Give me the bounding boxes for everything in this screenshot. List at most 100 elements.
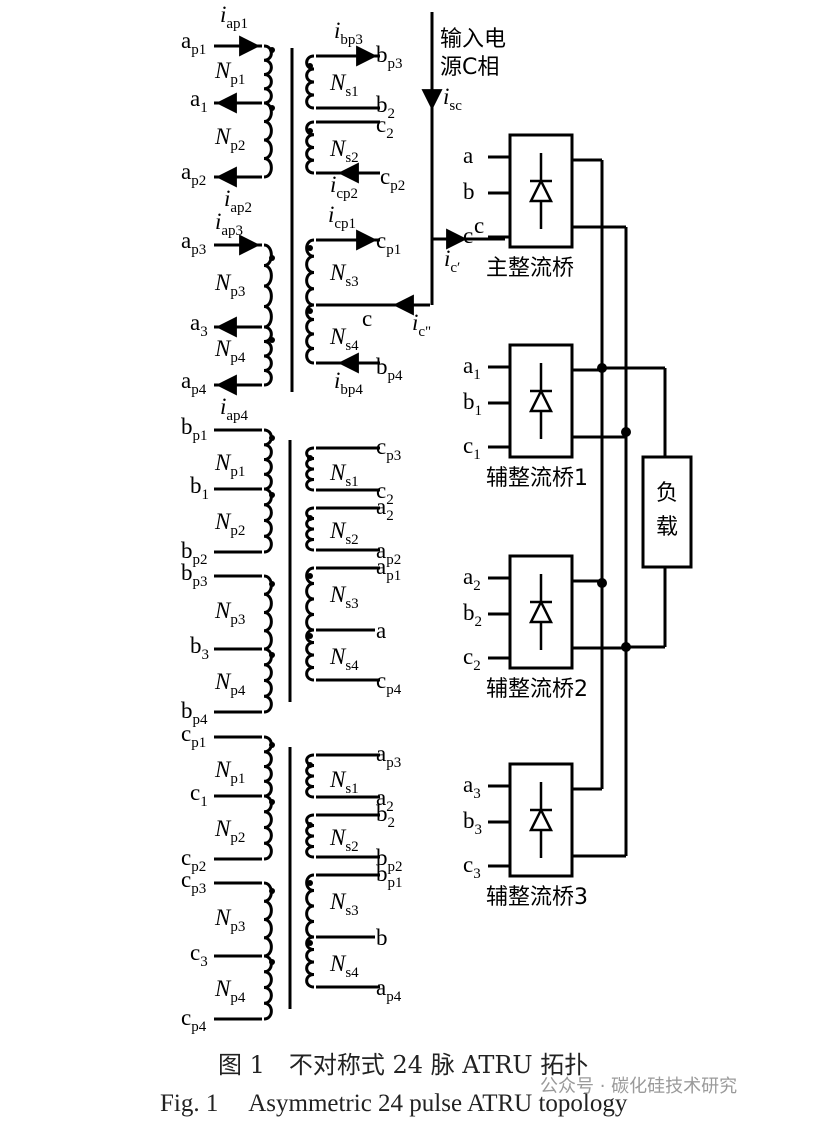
tc-label-p7-main: c <box>190 940 200 965</box>
coil-ns4-a <box>305 303 315 365</box>
tb-label-p4-main: b <box>181 538 193 563</box>
bridge-input-label-main-2: c <box>463 223 473 248</box>
label-ns2-a-sub: s2 <box>345 150 358 166</box>
label-cp1: cp1 <box>376 228 401 258</box>
label-ap1-sub: p1 <box>191 42 206 58</box>
label-np3-a-sub: p3 <box>230 284 245 300</box>
tb-dot-ns4 <box>307 633 313 639</box>
tb-label-p7: b3 <box>190 633 209 663</box>
diode-triangle-aux1 <box>528 388 554 413</box>
tc-label-s2-main: a <box>376 785 386 810</box>
tc-label-p0-main: c <box>181 721 191 746</box>
tc-label-s6: bp1 <box>376 861 403 891</box>
tb-label-s1-sub: s1 <box>345 474 358 490</box>
tc-label-p0-sub: p1 <box>191 735 206 751</box>
tc-label-p9-main: c <box>181 1005 191 1030</box>
tb-dot-np4 <box>269 652 275 658</box>
source-label-line1: 输入电 <box>440 27 506 52</box>
label-i-ap3-main: i <box>215 209 221 234</box>
tb-label-p6-main: N <box>214 598 232 623</box>
tb-label-p7-main: b <box>190 633 202 658</box>
label-b2-main: b <box>376 92 388 117</box>
tb-label-p7-sub: 3 <box>202 647 210 663</box>
tc-label-s3-sub: 2 <box>388 815 396 831</box>
label-i-cpp-main: i <box>412 310 418 335</box>
label-np4-a-sub: p4 <box>230 350 246 366</box>
tb-label-p5-sub: p3 <box>193 574 208 590</box>
tc-label-s8: b <box>376 925 388 950</box>
label-i-cp2: icp2 <box>330 172 358 202</box>
label-np1-a: Np1 <box>214 58 245 88</box>
label-ns3-a-main: N <box>329 260 347 285</box>
label-i-cpp: ic" <box>412 310 431 340</box>
label-i-ap4: iap4 <box>220 394 249 424</box>
bridge-aux2: 辅整流桥2 <box>486 554 626 702</box>
polarity-dots <box>269 47 631 965</box>
load-box <box>641 455 693 569</box>
tc-label-p8-sub: p4 <box>230 990 246 1006</box>
tc-label-s9-main: N <box>329 951 347 976</box>
bridge-input-label-main-1-main: b <box>463 179 475 204</box>
label-a3: a3 <box>190 310 208 340</box>
tb-label-p0-main: b <box>181 414 193 439</box>
dot-np3-a <box>269 255 275 261</box>
dot-ns2-a <box>307 128 313 134</box>
tc-label-s3: b2 <box>376 801 395 831</box>
tb-label-s6-main: a <box>376 554 386 579</box>
label-a1-main: a <box>190 86 200 111</box>
tb-label-p9-main: b <box>181 698 193 723</box>
label-source-c-main: c <box>474 213 484 238</box>
label-b2: b2 <box>376 92 395 122</box>
tc-label-s10-sub: p4 <box>386 989 402 1005</box>
label-i-sc-sub: sc <box>449 98 462 114</box>
tb-coil-ns4 <box>305 628 315 682</box>
tb-label-p3: Np2 <box>214 509 245 539</box>
tc-label-p4: cp2 <box>181 845 206 875</box>
tc-label-s0-main: a <box>376 741 386 766</box>
label-ap4-main: a <box>181 368 191 393</box>
diode-triangle-main <box>528 178 554 203</box>
tc-label-s5-sub: p2 <box>388 859 403 875</box>
tb-coil-np2 <box>263 487 273 554</box>
tb-label-s2: c2 <box>376 478 394 508</box>
tb-label-s2-main: c <box>376 478 386 503</box>
label-bp3-sub: p3 <box>388 56 403 72</box>
label-a3-main: a <box>190 310 200 335</box>
tb-label-p3-sub: p2 <box>230 523 245 539</box>
tb-label-s10: cp4 <box>376 668 402 698</box>
label-cp2: cp2 <box>380 164 405 194</box>
label-a1-sub: 1 <box>200 100 208 116</box>
tc-coil-ns4 <box>305 935 315 989</box>
tc-dot-ns3 <box>307 880 313 886</box>
bridge-input-label-aux1-1: b1 <box>463 389 482 419</box>
tb-coil-ns2 <box>305 506 315 552</box>
label-np1-a-sub: p1 <box>230 72 245 88</box>
label-np2-a: Np2 <box>214 124 245 154</box>
source-label-line2: 源C相 <box>440 55 499 80</box>
tb-label-p3-main: N <box>214 509 232 534</box>
tc-label-p8: Np4 <box>214 976 246 1006</box>
watermark: 公众号 · 碳化硅技术研究 <box>540 1076 737 1097</box>
tc-dot-np1 <box>269 742 275 748</box>
label-a1: a1 <box>190 86 208 116</box>
tb-label-s2-sub: 2 <box>386 492 394 508</box>
bridge-input-label-aux3-1-main: b <box>463 808 475 833</box>
dot-ns4-a <box>307 308 313 314</box>
label-bp3: bp3 <box>376 42 403 72</box>
tb-label-s3-sub: 2 <box>386 508 394 524</box>
tc-label-s0-sub: p3 <box>386 755 401 771</box>
tb-dot-ns3 <box>307 573 313 579</box>
tb-label-p1-sub: p1 <box>230 464 245 480</box>
label-np4-a-main: N <box>214 336 232 361</box>
label-i-cp2-main: i <box>330 172 336 197</box>
label-np2-a-main: N <box>214 124 232 149</box>
label-c2: c2 <box>376 112 394 142</box>
tb-label-p5: bp3 <box>181 560 208 590</box>
bridge-input-label-aux1-0-sub: 1 <box>473 367 481 383</box>
tc-label-p2: c1 <box>190 780 208 810</box>
tc-label-s1-sub: s1 <box>345 781 358 797</box>
label-i-cp-sub: c′ <box>450 260 460 276</box>
label-i-cp: ic′ <box>444 246 460 276</box>
tc-label-p5-main: c <box>181 867 191 892</box>
bridge-input-label-aux3-1: b3 <box>463 808 482 838</box>
